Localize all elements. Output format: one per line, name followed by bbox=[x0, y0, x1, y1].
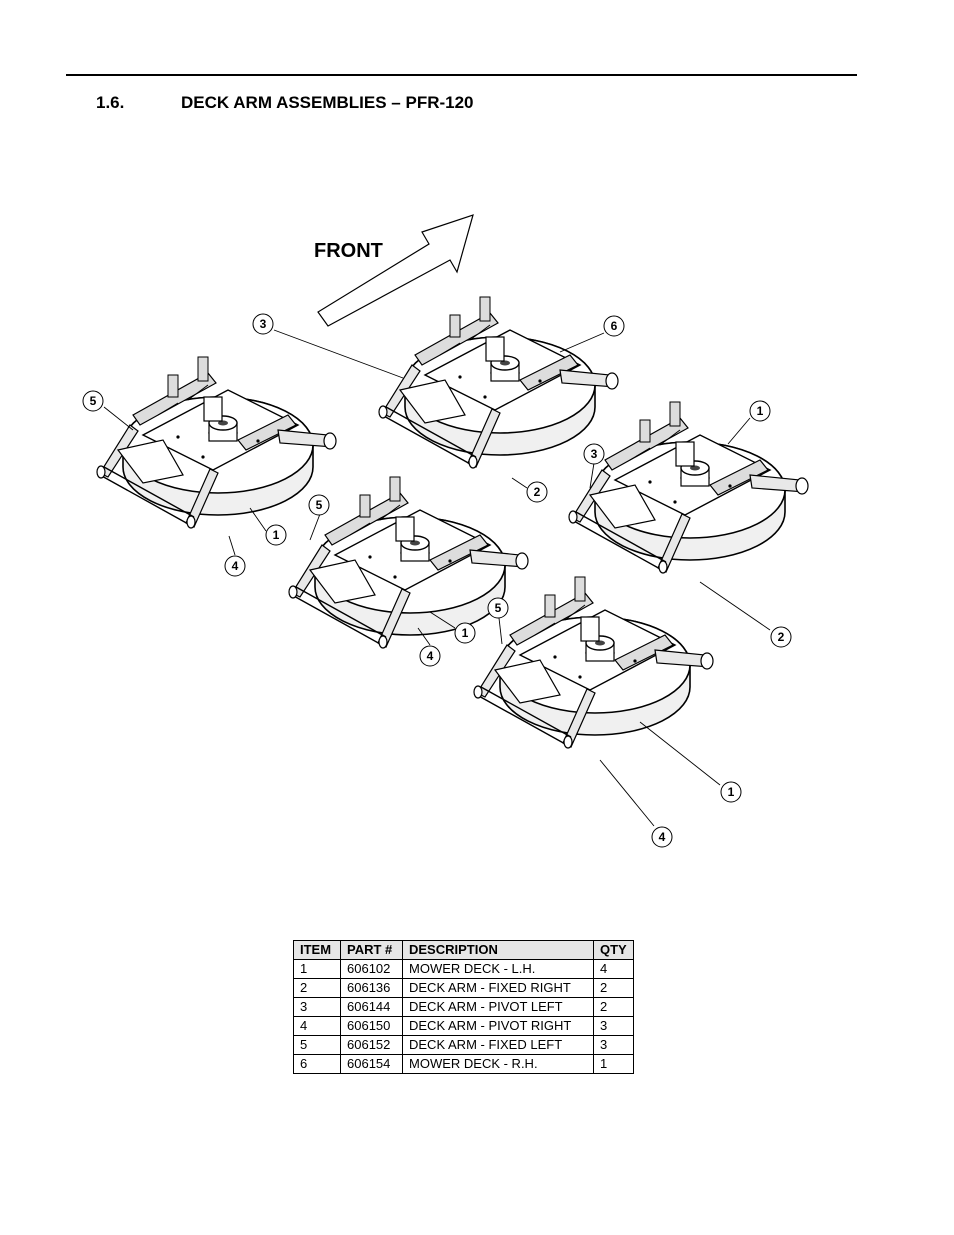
callout-item-5: 5 bbox=[308, 494, 330, 516]
svg-text:2: 2 bbox=[534, 485, 541, 499]
svg-text:5: 5 bbox=[495, 601, 502, 615]
callout-item-4: 4 bbox=[224, 555, 246, 577]
callout-item-2: 2 bbox=[526, 481, 548, 503]
callout-item-4: 4 bbox=[419, 645, 441, 667]
mower-deck-assembly-right bbox=[568, 401, 809, 574]
cell-description: MOWER DECK - R.H. bbox=[402, 1054, 594, 1074]
table-row: 4 606150 DECK ARM - PIVOT RIGHT 3 bbox=[293, 1016, 634, 1036]
leader-lines bbox=[103, 329, 771, 827]
cell-item: 4 bbox=[293, 1016, 341, 1036]
mower-deck-assembly-left bbox=[96, 356, 337, 529]
callout-item-5: 5 bbox=[487, 597, 509, 619]
cell-item: 2 bbox=[293, 978, 341, 998]
col-header-item: ITEM bbox=[293, 940, 341, 960]
cell-qty: 3 bbox=[593, 1035, 634, 1055]
cell-qty: 2 bbox=[593, 978, 634, 998]
header-rule bbox=[66, 74, 857, 76]
col-header-qty: QTY bbox=[593, 940, 634, 960]
svg-text:1: 1 bbox=[728, 785, 735, 799]
cell-item: 3 bbox=[293, 997, 341, 1017]
parts-table: ITEM PART # DESCRIPTION QTY 1 606102 MOW… bbox=[293, 940, 634, 1074]
callout-item-3: 3 bbox=[252, 313, 274, 335]
cell-part-number: 606150 bbox=[340, 1016, 403, 1036]
svg-text:1: 1 bbox=[757, 404, 764, 418]
cell-description: DECK ARM - PIVOT LEFT bbox=[402, 997, 594, 1017]
cell-item: 6 bbox=[293, 1054, 341, 1074]
cell-part-number: 606136 bbox=[340, 978, 403, 998]
front-arrow-icon bbox=[317, 214, 474, 327]
callout-item-1: 1 bbox=[265, 524, 287, 546]
section-number: 1.6. bbox=[96, 93, 125, 112]
callout-item-5: 5 bbox=[82, 390, 104, 412]
callout-item-1: 1 bbox=[720, 781, 742, 803]
table-row: 5 606152 DECK ARM - FIXED LEFT 3 bbox=[293, 1035, 634, 1055]
svg-text:3: 3 bbox=[591, 447, 598, 461]
callout-balloons: 3 6 5 1 3 2 5 1 4 1 4 5 2 1 4 bbox=[82, 313, 792, 848]
callout-item-4: 4 bbox=[651, 826, 673, 848]
svg-text:4: 4 bbox=[427, 649, 434, 663]
cell-qty: 1 bbox=[593, 1054, 634, 1074]
cell-description: MOWER DECK - L.H. bbox=[402, 959, 594, 979]
section-title: DECK ARM ASSEMBLIES – PFR-120 bbox=[181, 93, 474, 112]
cell-item: 1 bbox=[293, 959, 341, 979]
callout-item-1: 1 bbox=[749, 400, 771, 422]
cell-qty: 2 bbox=[593, 997, 634, 1017]
callout-item-6: 6 bbox=[603, 315, 625, 337]
callout-item-3: 3 bbox=[583, 443, 605, 465]
table-row: 1 606102 MOWER DECK - L.H. 4 bbox=[293, 959, 634, 979]
cell-part-number: 606144 bbox=[340, 997, 403, 1017]
deck-arm-assembly-drawing: FRONT 3 6 5 1 3 2 5 1 4 1 4 5 2 1 bbox=[82, 214, 809, 848]
cell-part-number: 606154 bbox=[340, 1054, 403, 1074]
svg-text:2: 2 bbox=[778, 630, 785, 644]
cell-description: DECK ARM - FIXED RIGHT bbox=[402, 978, 594, 998]
svg-text:1: 1 bbox=[273, 528, 280, 542]
svg-text:5: 5 bbox=[90, 394, 97, 408]
mower-deck-assembly-bottom bbox=[473, 576, 714, 749]
callout-item-2: 2 bbox=[770, 626, 792, 648]
front-label: FRONT bbox=[314, 240, 383, 262]
col-header-description: DESCRIPTION bbox=[402, 940, 594, 960]
svg-text:4: 4 bbox=[659, 830, 666, 844]
svg-text:4: 4 bbox=[232, 559, 239, 573]
cell-qty: 3 bbox=[593, 1016, 634, 1036]
cell-part-number: 606102 bbox=[340, 959, 403, 979]
callout-item-1: 1 bbox=[454, 622, 476, 644]
cell-description: DECK ARM - PIVOT RIGHT bbox=[402, 1016, 594, 1036]
svg-text:1: 1 bbox=[462, 626, 469, 640]
svg-text:5: 5 bbox=[316, 498, 323, 512]
cell-part-number: 606152 bbox=[340, 1035, 403, 1055]
table-row: 6 606154 MOWER DECK - R.H. 1 bbox=[293, 1054, 634, 1074]
table-row: 2 606136 DECK ARM - FIXED RIGHT 2 bbox=[293, 978, 634, 998]
svg-text:6: 6 bbox=[611, 319, 618, 333]
cell-description: DECK ARM - FIXED LEFT bbox=[402, 1035, 594, 1055]
cell-item: 5 bbox=[293, 1035, 341, 1055]
table-row: 3 606144 DECK ARM - PIVOT LEFT 2 bbox=[293, 997, 634, 1017]
cell-qty: 4 bbox=[593, 959, 634, 979]
svg-text:3: 3 bbox=[260, 317, 267, 331]
col-header-part-number: PART # bbox=[340, 940, 403, 960]
mower-deck-assembly-rh-top bbox=[378, 296, 619, 469]
table-header-row: ITEM PART # DESCRIPTION QTY bbox=[293, 940, 634, 960]
